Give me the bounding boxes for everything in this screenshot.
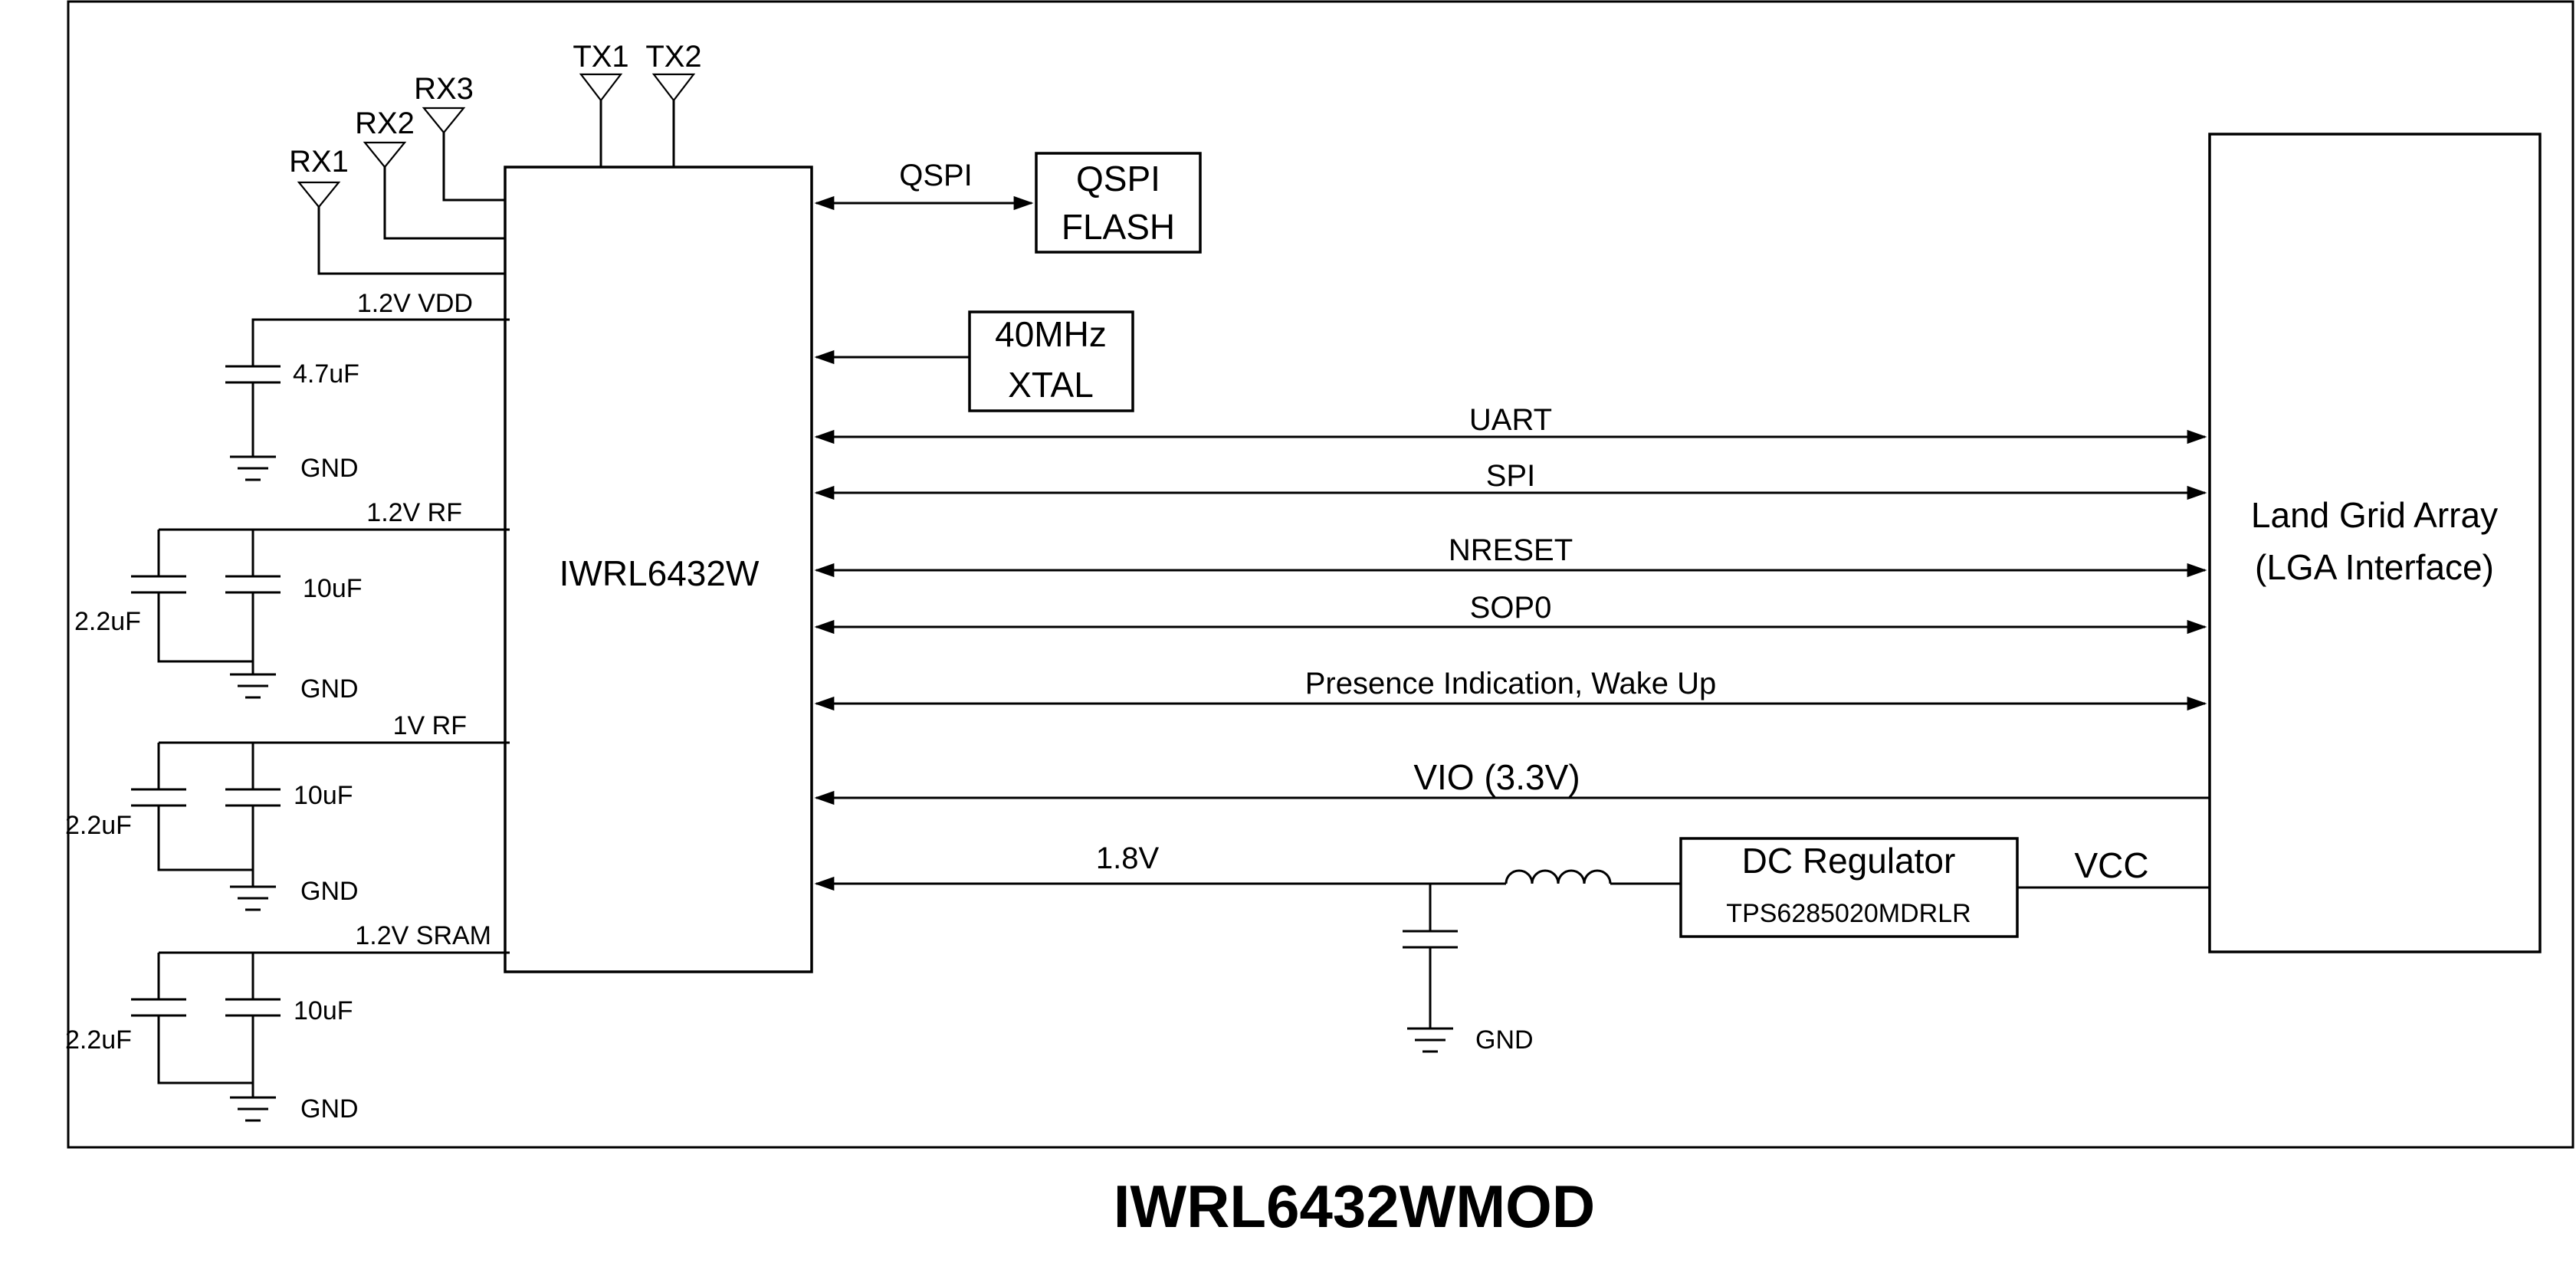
rail-sram-cap-small: 2.2uF [65, 1025, 132, 1055]
rail-sram-cap-big: 10uF [294, 996, 353, 1025]
tx1-antenna [579, 73, 623, 167]
xtal-line2: XTAL [1008, 365, 1094, 405]
rx1-antenna [297, 181, 505, 275]
tx2-label: TX2 [645, 40, 701, 74]
tx1-label: TX1 [573, 40, 628, 74]
rail-sram-name: 1.2V SRAM [355, 921, 491, 950]
rail-vdd-network [225, 318, 510, 481]
xtal-box [968, 310, 1134, 412]
rail-sram-network [131, 951, 510, 1122]
rx2-label: RX2 [355, 107, 415, 140]
vio-label: VIO (3.3V) [1413, 757, 1580, 797]
rx2-antenna [363, 141, 505, 240]
regulator-output-cap [1403, 884, 1458, 1053]
qspi-flash-line2: FLASH [1062, 207, 1175, 247]
regulator-box [1679, 837, 2019, 938]
nreset-label: NRESET [1449, 533, 1573, 567]
rail-sram-gnd: GND [300, 1094, 359, 1124]
vcc-label: VCC [2074, 845, 2148, 885]
rail-vdd-gnd: GND [300, 454, 359, 483]
rail-rf1-cap-small: 2.2uF [65, 811, 132, 840]
qspi-link-label: QSPI [899, 159, 973, 192]
regulator-name: DC Regulator [1742, 841, 1956, 881]
v18-label: 1.8V [1096, 842, 1160, 875]
lga-line2: (LGA Interface) [2255, 547, 2494, 587]
rail-rf12-name: 1.2V RF [366, 498, 462, 527]
lga-line1: Land Grid Array [2251, 495, 2498, 535]
regulator-gnd-label: GND [1475, 1025, 1534, 1055]
qspi-flash-line1: QSPI [1076, 159, 1160, 198]
rail-rf12-cap-small: 2.2uF [74, 607, 141, 636]
rx1-label: RX1 [289, 145, 349, 179]
rail-vdd-name: 1.2V VDD [357, 289, 473, 318]
rail-rf12-gnd: GND [300, 674, 359, 704]
rail-rf1-cap-big: 10uF [294, 781, 353, 810]
inductor-symbol [1505, 869, 1612, 884]
chip-box [504, 166, 813, 973]
rail-rf1-name: 1V RF [393, 711, 467, 740]
sop0-label: SOP0 [1470, 591, 1552, 625]
tx2-antenna [651, 73, 696, 167]
chip-label: IWRL6432W [560, 553, 760, 593]
rx3-antenna [422, 107, 505, 202]
lga-box [2208, 133, 2542, 953]
module-title: IWRL6432WMOD [1114, 1173, 1595, 1240]
rail-rf12-network [131, 528, 510, 699]
rx3-label: RX3 [414, 72, 474, 106]
rail-rf12-cap-big: 10uF [303, 574, 363, 603]
rail-rf1-gnd: GND [300, 877, 359, 906]
module-border [67, 0, 2574, 1149]
qspi-flash-box [1035, 152, 1202, 254]
spi-label: SPI [1486, 459, 1535, 493]
uart-label: UART [1469, 403, 1552, 437]
presence-label: Presence Indication, Wake Up [1305, 667, 1717, 700]
regulator-part: TPS6285020MDRLR [1726, 899, 1971, 928]
rail-rf1-network [131, 741, 510, 911]
xtal-line1: 40MHz [995, 314, 1107, 354]
rail-vdd-cap: 4.7uF [293, 359, 359, 389]
